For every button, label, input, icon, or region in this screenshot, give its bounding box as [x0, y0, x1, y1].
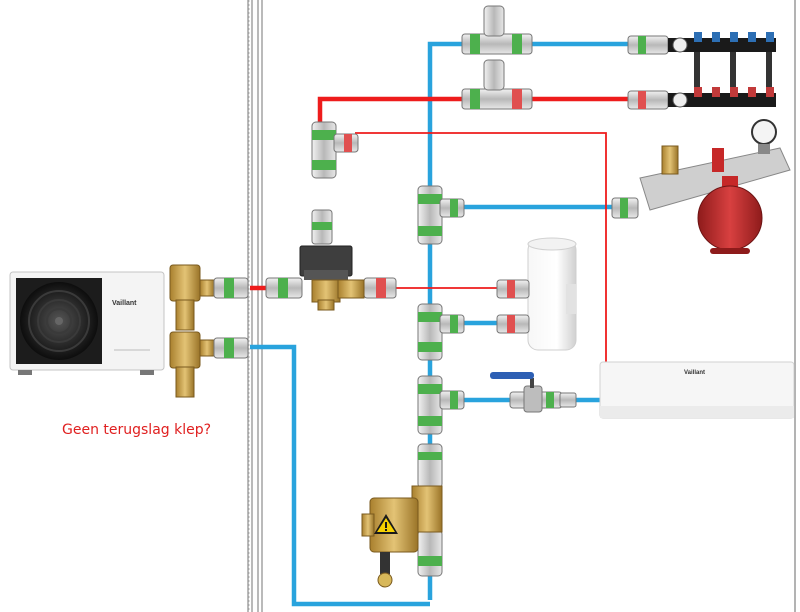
three-way-valve: [299, 245, 365, 311]
ball-valve: [490, 372, 577, 413]
airco-brand: Vaillant: [684, 370, 705, 376]
warning-triangle-icon: [374, 514, 398, 534]
buffer-header: [611, 119, 791, 219]
airco-indoor-unit: [599, 361, 795, 419]
riser-tee-middle: [417, 303, 465, 361]
expansion-vessel: [697, 176, 763, 254]
riser-tee-upper: [417, 185, 465, 245]
return-press-fittings: [417, 443, 443, 577]
heat-pump-brand: Vaillant: [112, 300, 137, 307]
hot-water-cylinder: [496, 237, 577, 351]
riser-tee-lower: [417, 375, 465, 435]
supply-press-fittings: [265, 277, 397, 299]
top-isolation-valves: [461, 5, 533, 110]
dirt-separator: [361, 485, 443, 588]
heat-pump-valves: [169, 264, 215, 398]
underfloor-manifold: [627, 32, 776, 110]
heat-pump-unit: [9, 271, 165, 375]
hot-tee-fitting: [311, 121, 359, 179]
valve-top-fitting: [311, 209, 333, 245]
annotation-question: Geen terugslag klep?: [62, 422, 212, 438]
wall: [247, 0, 263, 612]
heat-pump-press-fittings: [213, 277, 249, 359]
